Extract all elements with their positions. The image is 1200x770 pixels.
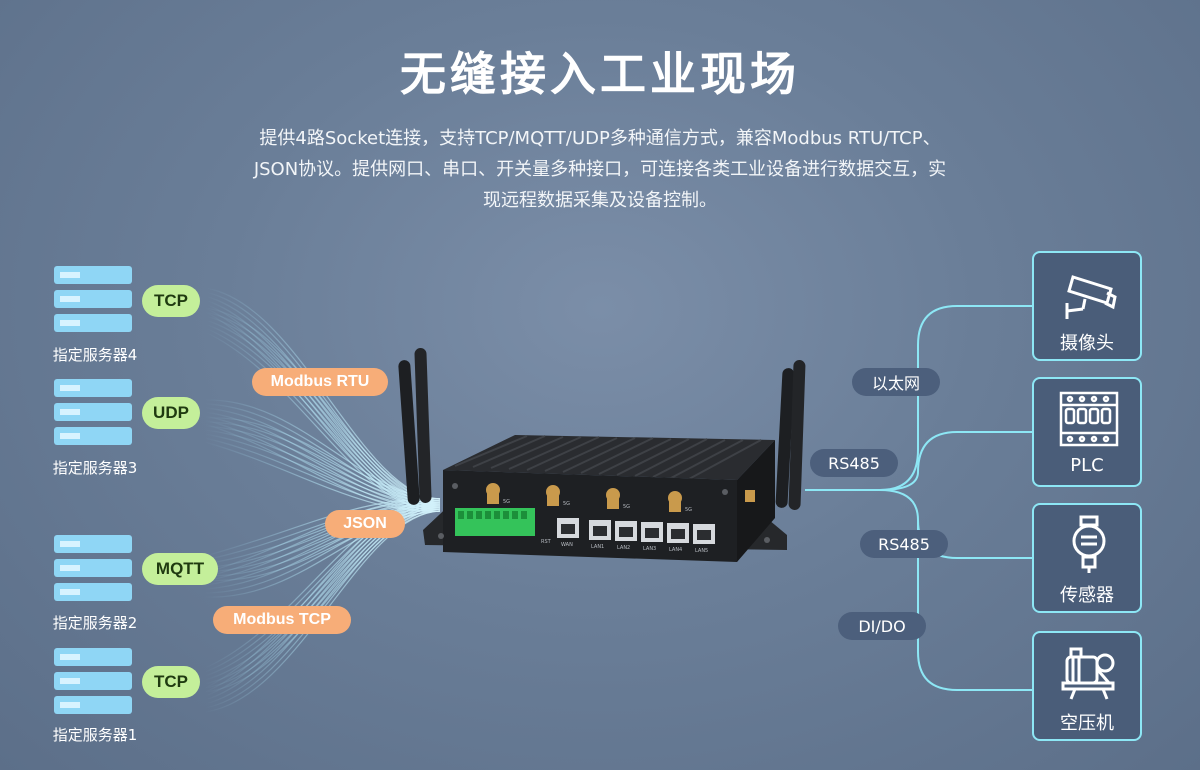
description-line-3: 现远程数据采集及设备控制。 <box>483 190 717 211</box>
flow-line <box>204 504 441 681</box>
server-icon <box>54 535 132 601</box>
device-sensor: 传感器 <box>1032 503 1142 613</box>
device-label-camera: 摄像头 <box>1060 333 1114 354</box>
antenna-label-1: 5G <box>503 499 510 505</box>
flow-line <box>204 508 441 709</box>
flow-line <box>204 498 441 669</box>
port-label-lan1: LAN1 <box>591 544 604 550</box>
port-label-rst: RST <box>541 539 552 545</box>
flow-line <box>204 502 441 697</box>
description-line-1: 提供4路Socket连接，支持TCP/MQTT/UDP多种通信方式，兼容Modb… <box>259 128 941 149</box>
connector-tree <box>805 305 1032 691</box>
protocol-pill-tcp-4: TCP <box>142 285 200 317</box>
server-icon <box>54 266 132 332</box>
port-label-lan2: LAN2 <box>617 545 630 551</box>
flow-line <box>204 506 441 705</box>
device-label-plc: PLC <box>1070 455 1104 476</box>
interface-pill-dido: DI/DO <box>838 612 926 640</box>
flow-line <box>204 506 441 590</box>
flow-line <box>204 500 441 673</box>
device-compressor: 空压机 <box>1032 631 1142 741</box>
flow-line <box>204 500 441 693</box>
flow-line <box>204 502 441 582</box>
compressor-icon <box>1061 647 1115 700</box>
flow-line <box>204 510 441 598</box>
server-icon <box>54 379 132 445</box>
device-plc: PLC <box>1032 377 1142 487</box>
flow-line <box>204 502 441 677</box>
camera-icon <box>1065 275 1117 319</box>
gateway-device: LAN1 LAN2 LAN3 LAN4 LAN5 WAN RST 5G 5G 5… <box>398 348 806 562</box>
device-label-compressor: 空压机 <box>1060 713 1114 734</box>
antenna-label-3: 5G <box>623 504 630 510</box>
flow-line <box>204 504 441 586</box>
antenna-label-4: 5G <box>685 507 692 513</box>
protocol-pill-mqtt: MQTT <box>142 553 218 585</box>
description-line-2: JSON协议。提供网口、串口、开关量多种接口，可连接各类工业设备进行数据交互，实 <box>253 159 947 180</box>
antenna-label-2: 5G <box>563 501 570 507</box>
server-label-2: 指定服务器2 <box>52 614 138 632</box>
interface-pill-rs485-1: RS485 <box>810 449 898 477</box>
device-label-sensor: 传感器 <box>1060 585 1114 606</box>
server-label-3: 指定服务器3 <box>52 459 138 477</box>
interface-pill-rs485-2: RS485 <box>860 530 948 558</box>
flow-line <box>204 498 441 689</box>
server-icon <box>54 648 132 714</box>
protocol-pill-json: JSON <box>325 510 405 538</box>
flow-line <box>204 504 441 701</box>
flow-line <box>204 508 441 594</box>
protocol-pill-modbus-rtu: Modbus RTU <box>252 368 388 396</box>
interface-pill-ethernet: 以太网 <box>852 368 940 396</box>
protocol-pill-tcp-1: TCP <box>142 666 200 698</box>
port-label-lan3: LAN3 <box>643 546 656 552</box>
server-label-1: 指定服务器1 <box>52 726 138 744</box>
protocol-pill-modbus-tcp: Modbus TCP <box>213 606 351 634</box>
port-label-lan5: LAN5 <box>695 548 708 554</box>
protocol-pill-udp: UDP <box>142 397 200 429</box>
device-camera: 摄像头 <box>1032 251 1142 361</box>
sensor-icon <box>1072 515 1106 573</box>
page-title: 无缝接入工业现场 <box>400 47 800 101</box>
server-label-4: 指定服务器4 <box>52 346 138 364</box>
port-label-lan4: LAN4 <box>669 547 682 553</box>
plc-icon <box>1059 391 1119 447</box>
port-label-wan: WAN <box>561 542 573 548</box>
